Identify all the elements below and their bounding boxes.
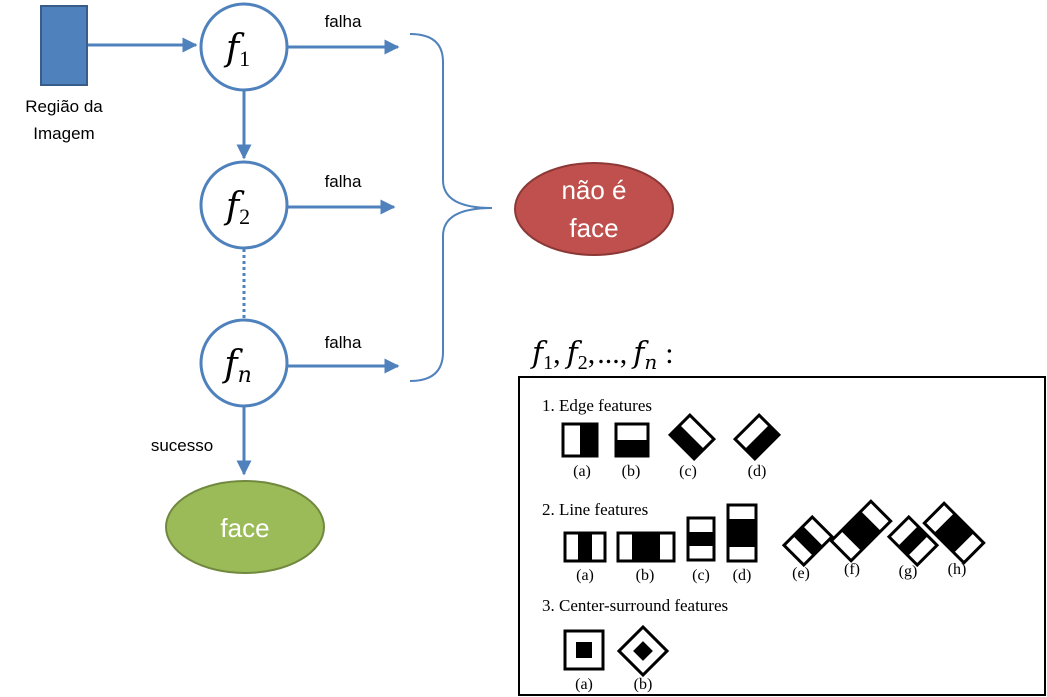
image-region-block (40, 5, 88, 86)
line-label-d: (d) (733, 567, 752, 584)
edge-feature-c (667, 412, 717, 462)
image-region-label-line2: Imagem (33, 124, 94, 143)
center-surround-feature-a (563, 629, 605, 671)
features-heading: f1,f2,...,fn: (530, 336, 674, 374)
edge-label-a: (a) (573, 463, 591, 480)
face-node (165, 480, 325, 574)
edge-feature-d (732, 412, 782, 462)
line-feature-b (616, 531, 676, 563)
stage2-fail-label: falha (325, 172, 362, 191)
center-surround-title: 3. Center-surround features (542, 596, 728, 615)
line-label-f: (f) (844, 561, 860, 578)
line-label-g: (g) (899, 563, 918, 580)
edge-label-d: (d) (748, 463, 767, 480)
success-label: sucesso (151, 436, 213, 455)
line-feature-e (781, 514, 835, 568)
line-label-e: (e) (792, 565, 810, 582)
line-label-b: (b) (636, 567, 655, 584)
stage-2-node (199, 160, 289, 250)
center-label-b: (b) (634, 676, 653, 693)
face-label: face (220, 513, 269, 543)
line-features-title: 2. Line features (542, 500, 648, 519)
stage-1-node (199, 2, 289, 92)
line-label-a: (a) (576, 567, 594, 584)
line-feature-f (829, 499, 893, 563)
center-surround-feature-b (616, 624, 670, 678)
line-label-c: (c) (692, 567, 710, 584)
edge-features-title: 1. Edge features (542, 396, 652, 415)
edge-label-b: (b) (622, 463, 641, 480)
line-label-h: (h) (948, 561, 967, 578)
line-feature-a (563, 531, 607, 563)
image-region-label-line1: Região da (25, 97, 103, 116)
center-label-a: (a) (575, 676, 593, 693)
stage1-fail-label: falha (325, 12, 362, 31)
line-feature-d (726, 503, 758, 563)
edge-feature-a (561, 422, 599, 458)
edge-feature-b (614, 422, 650, 458)
line-feature-c (686, 516, 716, 562)
not-face-node (514, 162, 674, 256)
failure-brace (409, 33, 493, 382)
edge-label-c: (c) (679, 463, 697, 480)
stagen-fail-label: falha (325, 333, 362, 352)
not-face-label-line2: face (569, 213, 618, 243)
line-feature-h (922, 501, 986, 565)
line-feature-g (886, 514, 940, 568)
stage-n-node (199, 318, 289, 408)
not-face-label-line1: não é (561, 175, 626, 205)
